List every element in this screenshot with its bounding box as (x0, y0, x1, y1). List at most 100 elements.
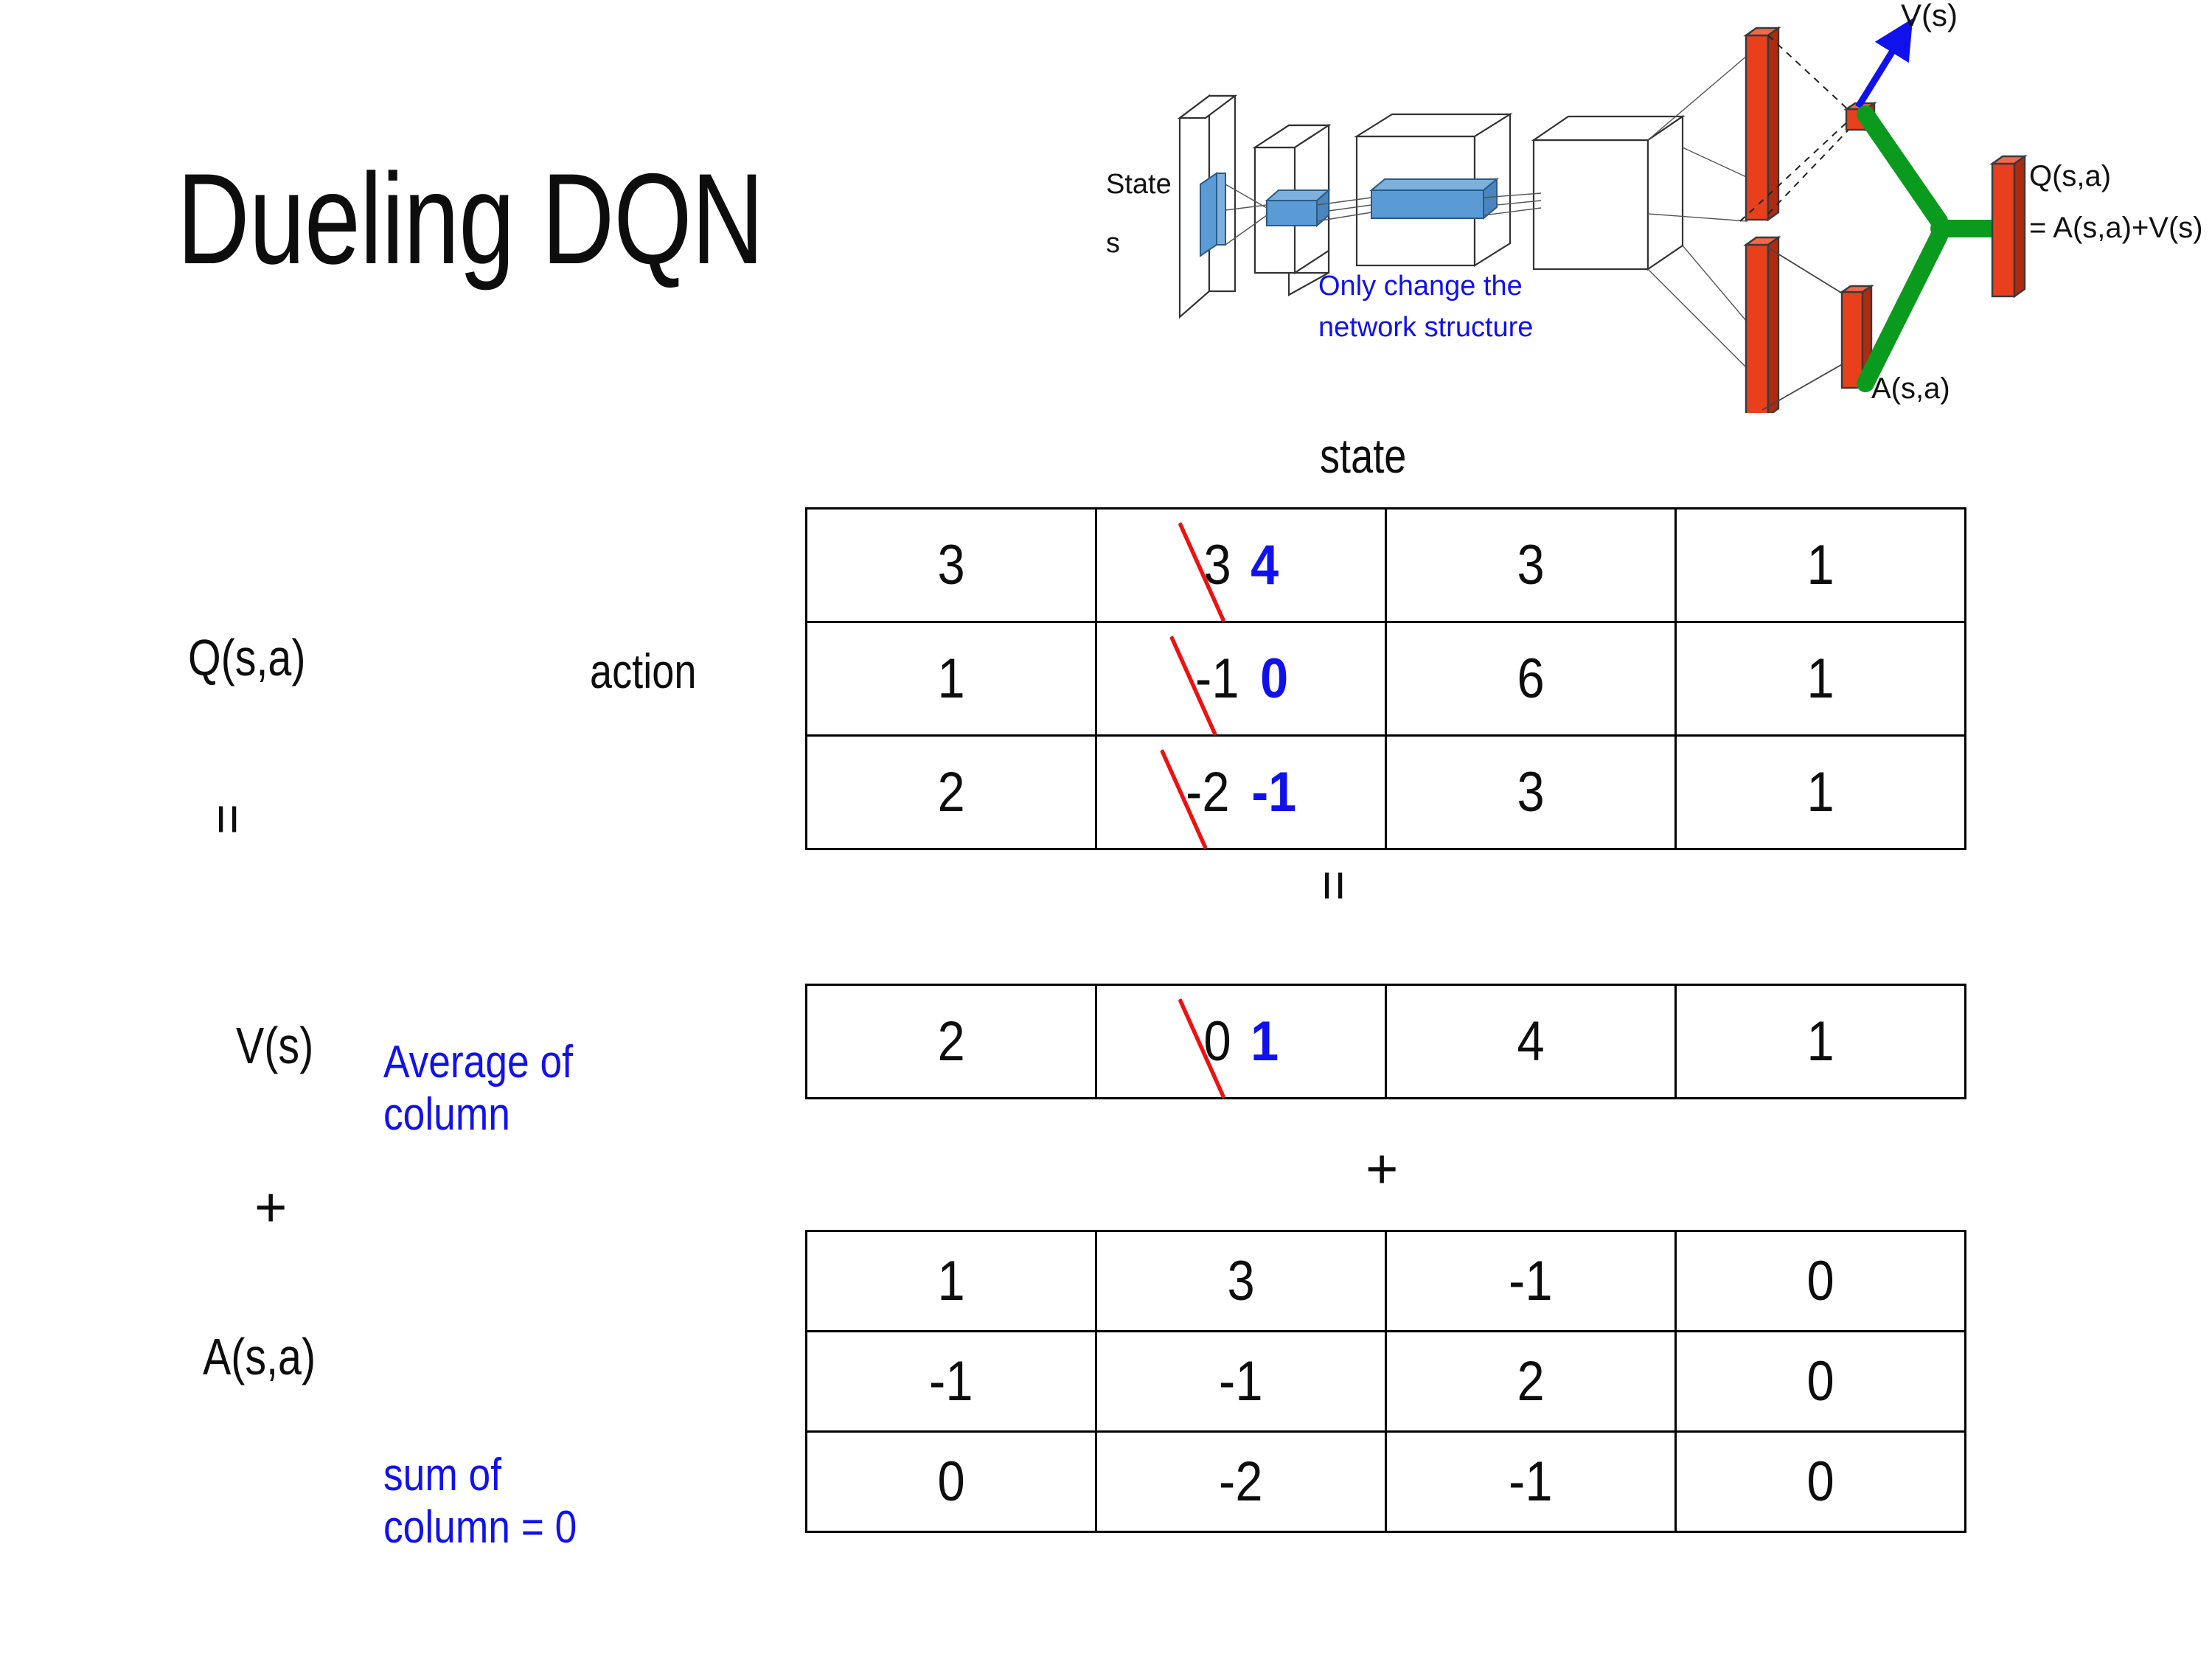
page-title: Dueling DQN (177, 147, 764, 291)
state-label-line2: s (1106, 228, 1120, 259)
table-row: 2 -2 -1 3 1 (805, 734, 1966, 850)
q-cell-r1c1: -1 0 (1095, 621, 1387, 737)
v-function-label: V(s) (236, 1017, 314, 1074)
cell-value: 0 (937, 1450, 965, 1513)
q-cell-r1c3: 1 (1674, 621, 1966, 737)
receptive-field-patch (1200, 172, 1226, 257)
q-cell-r2c0: 2 (805, 734, 1097, 850)
equals-operator-left: = (198, 804, 257, 835)
cell-value: 1 (1806, 534, 1834, 597)
table-row: 3 3 4 3 1 (805, 507, 1966, 623)
a-cell-r1c3: 0 (1674, 1330, 1966, 1433)
q-cell-r2c2: 3 (1385, 734, 1677, 850)
value-arrow (1855, 18, 1913, 109)
table-row: 1 -1 0 6 1 (805, 621, 1966, 737)
q-label-line2: = A(s,a)+V(s) (2029, 212, 2203, 244)
cell-value: -1 (1509, 1250, 1553, 1312)
conv-layer-3 (1531, 114, 1686, 271)
cell-value: 1 (937, 1250, 965, 1312)
a-cell-r1c2: 2 (1385, 1330, 1677, 1433)
struck-old-value: -1 (1195, 647, 1239, 710)
a-cell-r1c0: -1 (805, 1330, 1097, 1433)
sum-of-column-note: sum of column = 0 (383, 1450, 577, 1554)
cell-value: 0 (1806, 1450, 1834, 1513)
q-cell-r2c3: 1 (1674, 734, 1966, 850)
cell-value: -1 (929, 1350, 973, 1413)
a-cell-r1c1: -1 (1095, 1330, 1387, 1433)
q-cell-r1c0: 1 (805, 621, 1097, 737)
cell-value: -1 (1219, 1350, 1263, 1413)
cell-value: 1 (1806, 647, 1834, 710)
average-of-column-note: Average of column (383, 1037, 573, 1141)
dueling-network-diagram: V(s) State s Only change the network str… (1099, 0, 2212, 413)
a-cell-r2c2: -1 (1385, 1430, 1677, 1533)
cell-value: 1 (1806, 761, 1834, 824)
q-cell-r2c1: -2 -1 (1095, 734, 1387, 850)
value-stream-bar (1743, 26, 1781, 222)
cell-value: 4 (1517, 1010, 1545, 1073)
cell-value: 3 (1227, 1250, 1255, 1312)
table-row: 2 0 1 4 1 (805, 984, 1966, 1099)
q-cell-r0c1: 3 4 (1095, 507, 1387, 623)
q-cell-r0c0: 3 (805, 507, 1097, 623)
advantage-lines (1761, 247, 1846, 411)
table-row: 0 -2 -1 0 (805, 1430, 1966, 1533)
corrected-new-value: -1 (1251, 761, 1297, 824)
corrected-new-value: 0 (1259, 647, 1288, 710)
cell-value: 3 (1517, 534, 1545, 597)
q-cell-r1c2: 6 (1385, 621, 1677, 737)
cell-value: 2 (937, 1010, 965, 1073)
advantage-label: A(s,a) (1871, 372, 1950, 405)
struck-old-value: -2 (1186, 761, 1230, 824)
table-row: -1 -1 2 0 (805, 1330, 1966, 1433)
network-note-line2: network structure (1318, 312, 1533, 343)
cell-value: 2 (937, 761, 965, 824)
cell-value: 1 (1806, 1010, 1834, 1073)
a-cell-r0c1: 3 (1095, 1230, 1387, 1332)
a-cell-r2c0: 0 (805, 1430, 1097, 1533)
v-cell-r0c3: 1 (1674, 984, 1966, 1099)
a-cell-r0c3: 0 (1674, 1230, 1966, 1332)
q-cell-r0c2: 3 (1385, 507, 1677, 623)
value-dashed-lines (1739, 35, 1850, 222)
v-cell-r0c1: 0 1 (1095, 984, 1387, 1099)
cell-value: 3 (937, 534, 965, 597)
connection-lines (1225, 55, 1763, 369)
a-cell-r0c2: -1 (1385, 1230, 1677, 1332)
q-function-label: Q(s,a) (188, 629, 306, 686)
v-cell-r0c0: 2 (805, 984, 1097, 1099)
cell-value: 1 (937, 647, 965, 710)
cell-value: 2 (1517, 1350, 1545, 1413)
merge-green-y (1857, 105, 2006, 392)
plus-operator-left: + (254, 1176, 288, 1239)
v-value-table: 2 0 1 4 1 (805, 984, 1966, 1099)
value-label: V(s) (1901, 0, 1958, 32)
action-axis-label: action (590, 644, 697, 698)
struck-old-value: 0 (1203, 1010, 1231, 1073)
q-output-bar (1989, 154, 2028, 299)
conv-patch-1 (1265, 188, 1331, 228)
cell-value: -1 (1509, 1450, 1553, 1513)
cell-value: 0 (1806, 1350, 1834, 1413)
state-label-line1: State (1106, 169, 1172, 200)
cell-value: -2 (1219, 1450, 1263, 1513)
a-cell-r0c0: 1 (805, 1230, 1097, 1332)
equals-operator-middle: = (1304, 870, 1363, 902)
a-cell-r2c3: 0 (1674, 1430, 1966, 1533)
a-function-label: A(s,a) (203, 1328, 316, 1385)
state-axis-label: state (1320, 428, 1407, 483)
advantage-stream-bar (1743, 235, 1781, 413)
corrected-new-value: 4 (1251, 534, 1279, 597)
q-cell-r0c3: 1 (1674, 507, 1966, 623)
q-label-line1: Q(s,a) (2029, 160, 2111, 192)
a-cell-r2c1: -2 (1095, 1430, 1387, 1533)
plus-operator-middle: + (1366, 1138, 1399, 1200)
table-row: 1 3 -1 0 (805, 1230, 1966, 1332)
conv-patch-2 (1369, 177, 1499, 220)
q-value-table: 3 3 4 3 1 1 -1 0 6 1 2 -2 -1 3 1 (805, 507, 1966, 850)
advantage-value-table: 1 3 -1 0 -1 -1 2 0 0 -2 -1 0 (805, 1230, 1966, 1533)
cell-value: 6 (1517, 647, 1545, 710)
struck-old-value: 3 (1203, 534, 1231, 597)
advantage-output-bar (1839, 284, 1874, 390)
corrected-new-value: 1 (1251, 1010, 1279, 1073)
